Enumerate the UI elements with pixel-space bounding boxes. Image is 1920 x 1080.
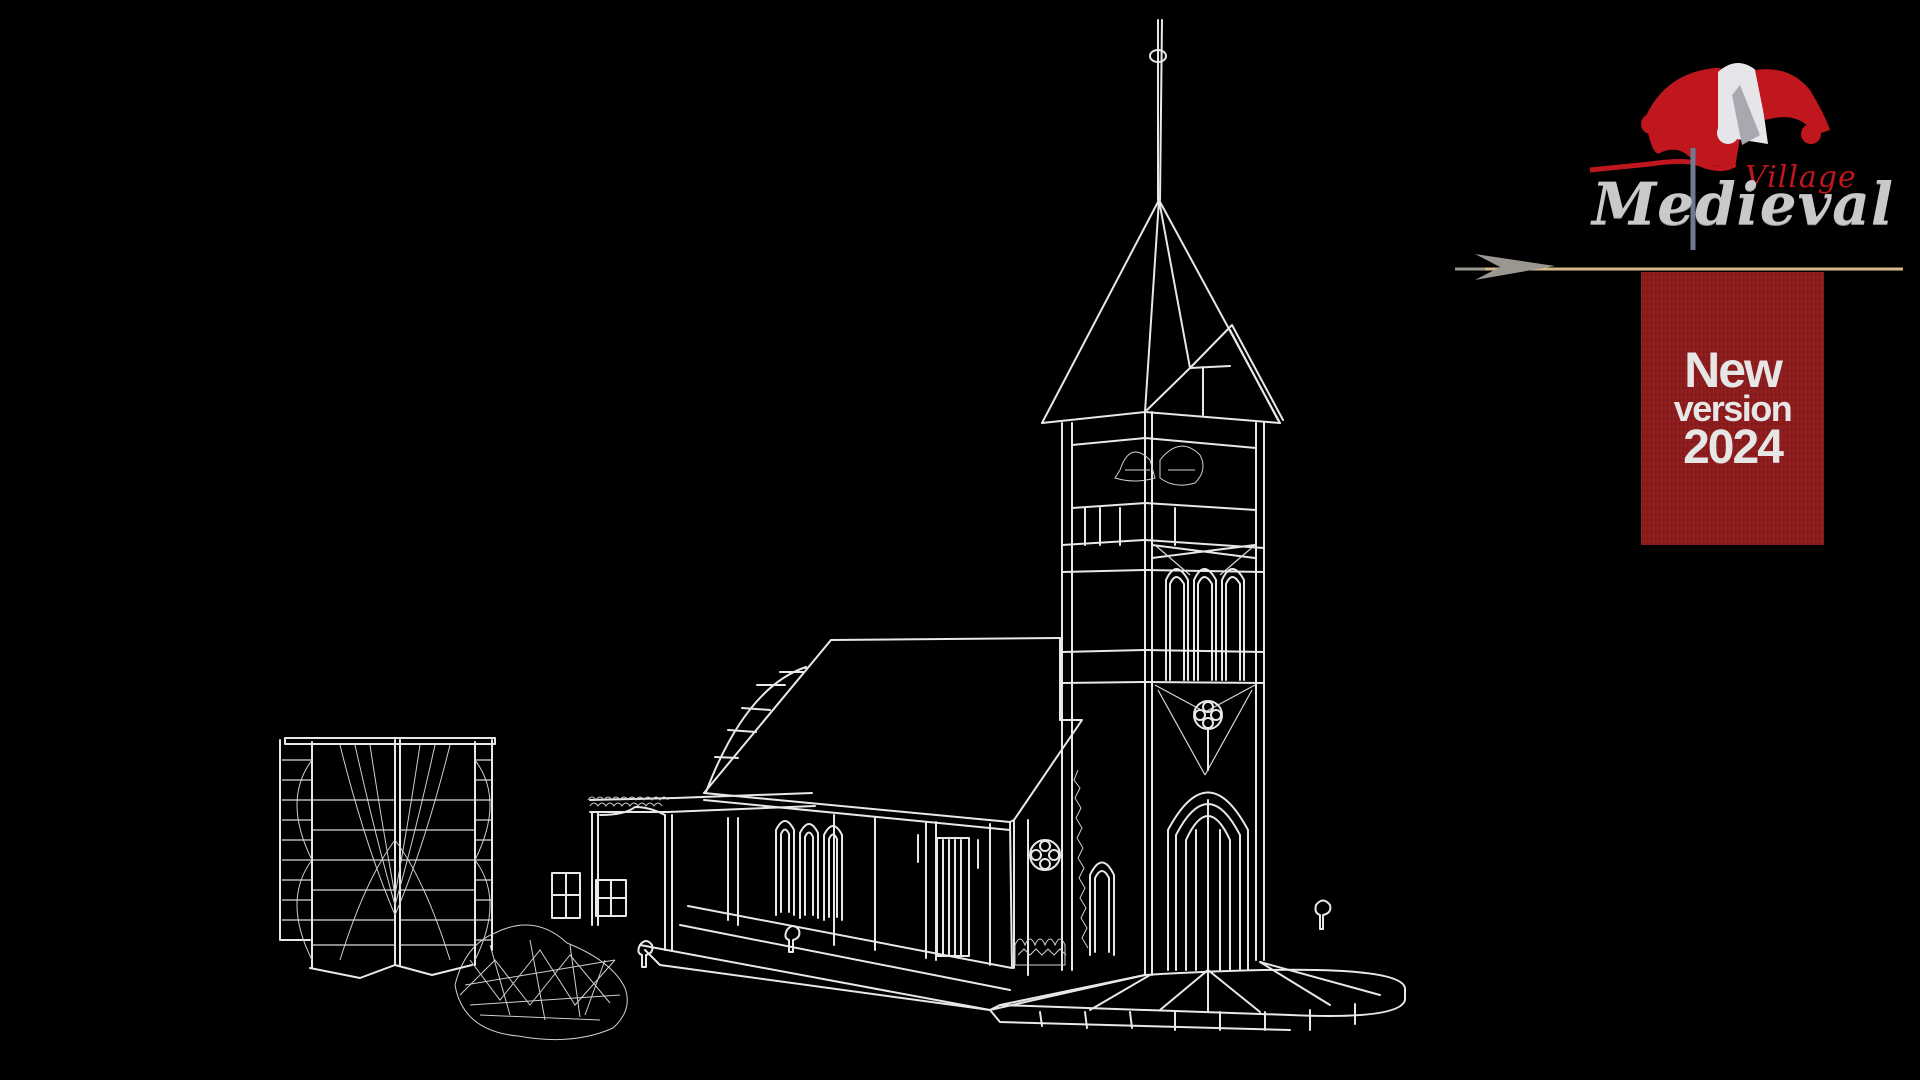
boulder	[454, 924, 628, 1041]
tower-quatrefoil	[1193, 700, 1223, 771]
pavilion-mesh	[296, 744, 491, 961]
tower-portal	[1167, 791, 1249, 971]
crates	[551, 872, 627, 919]
tower-window-rays	[1154, 544, 1256, 776]
nave-windows	[775, 820, 843, 921]
base-platform	[644, 949, 1406, 1031]
pavilion	[279, 737, 496, 979]
porch-vines	[587, 796, 669, 807]
small-statues	[637, 899, 1332, 968]
pavilion-slats	[282, 759, 492, 946]
jester-hat-icon	[1455, 63, 1903, 280]
spire	[1041, 19, 1284, 424]
side-door	[917, 834, 979, 957]
nave-walls	[639, 792, 1146, 1011]
bells	[1114, 445, 1204, 486]
logo-word-medieval: Medieval	[1592, 170, 1894, 238]
tower-windows	[1151, 544, 1256, 681]
new-version-banner: New version 2024	[1641, 272, 1824, 545]
nave-roof	[703, 637, 1083, 821]
village-medieval-logo	[1440, 40, 1920, 560]
banner-line-version: version	[1673, 388, 1793, 430]
tower	[1061, 411, 1265, 976]
banner-line-new: New	[1684, 342, 1783, 399]
banner-line-year: 2024	[1683, 420, 1784, 474]
nave-quatrefoil	[1029, 839, 1061, 871]
small-lancet	[1089, 861, 1115, 956]
logo-word-village: Village	[1745, 160, 1857, 195]
porch	[589, 792, 816, 951]
ivy-bush	[1014, 769, 1089, 966]
